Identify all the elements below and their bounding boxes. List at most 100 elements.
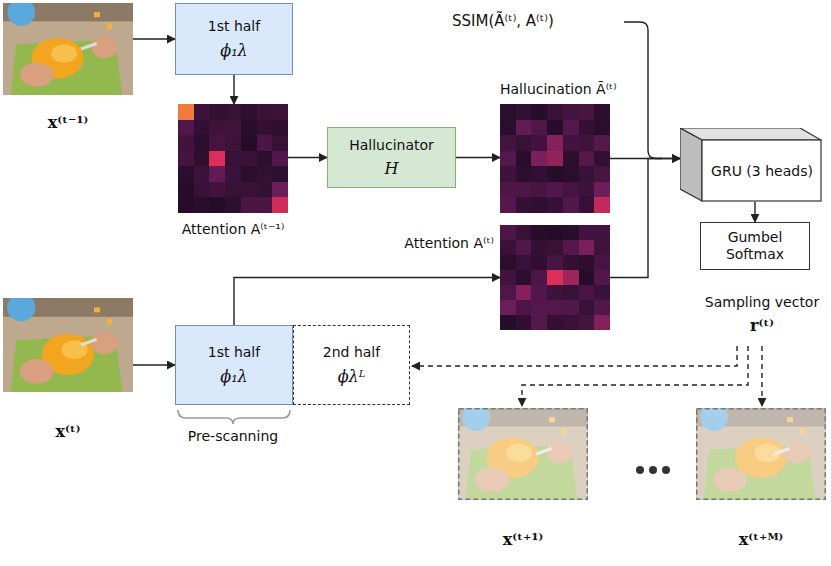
video-frame: x⁽ᵗ⁾ bbox=[3, 298, 133, 392]
heatmap-cell bbox=[563, 166, 579, 182]
heatmap-cell bbox=[516, 285, 532, 301]
sampling-arrow bbox=[522, 346, 748, 406]
heatmap-cell bbox=[563, 300, 579, 316]
heatmap-cell bbox=[547, 255, 563, 271]
sampling-label: Sampling vector bbox=[705, 294, 819, 311]
heatmap-cell bbox=[563, 270, 579, 286]
heatmap-cell bbox=[547, 166, 563, 182]
frame-illustration bbox=[696, 408, 826, 500]
heatmap-cell bbox=[500, 182, 516, 198]
photo-piece bbox=[94, 307, 100, 312]
cube-face bbox=[680, 128, 821, 140]
heatmap-cell bbox=[547, 104, 563, 120]
heatmap-cell bbox=[594, 270, 610, 286]
attention-map: Attention A⁽ᵗ⁻¹⁾ bbox=[178, 104, 288, 213]
future-frame: x⁽ᵗ⁺¹⁾ bbox=[458, 408, 588, 500]
hallucinator-box: HallucinatorH bbox=[327, 127, 456, 188]
frame-illustration bbox=[458, 408, 588, 500]
heatmap-cell bbox=[194, 182, 210, 198]
heatmap-cell bbox=[594, 135, 610, 151]
flow-arrow bbox=[288, 157, 327, 158]
heatmap-cell bbox=[516, 182, 532, 198]
heatmap-cell bbox=[516, 315, 532, 330]
heatmap-cell bbox=[272, 151, 288, 167]
heatmap-cell bbox=[178, 104, 194, 120]
heatmap-cell bbox=[579, 285, 595, 301]
heatmap-cell bbox=[579, 255, 595, 271]
heatmap-cell bbox=[516, 240, 532, 256]
heatmap-cell bbox=[563, 120, 579, 136]
heatmap-cell bbox=[178, 197, 194, 213]
flow-arrow bbox=[233, 75, 234, 104]
heatmap-cell bbox=[209, 104, 225, 120]
photo-knife bbox=[81, 339, 97, 345]
heatmap-cell bbox=[547, 285, 563, 301]
heatmap-cell bbox=[579, 135, 595, 151]
heatmap-cell bbox=[516, 135, 532, 151]
heatmap-cell bbox=[225, 151, 241, 167]
heatmap-cell bbox=[547, 270, 563, 286]
node-label: x⁽ᵗ⁾ bbox=[56, 422, 81, 441]
photo-bowl bbox=[7, 298, 35, 322]
heatmap-cell bbox=[563, 225, 579, 241]
pre-scanning-bracket bbox=[178, 410, 290, 424]
heatmap-cell bbox=[241, 120, 257, 136]
heatmap-cell bbox=[194, 166, 210, 182]
heatmap-cell bbox=[594, 151, 610, 167]
heatmap-cell bbox=[563, 104, 579, 120]
heatmap-cell bbox=[594, 240, 610, 256]
heatmap-cell bbox=[500, 315, 516, 330]
heatmap-cell bbox=[579, 300, 595, 316]
flow-arrow bbox=[234, 278, 500, 326]
heatmap-cell bbox=[225, 182, 241, 198]
heatmap-cell bbox=[563, 240, 579, 256]
hallucinated-attention-map: Hallucination Ã⁽ᵗ⁾ bbox=[500, 104, 610, 213]
node-label: Hallucinator bbox=[349, 137, 434, 154]
heatmap-cell bbox=[547, 182, 563, 198]
ssim-label: SSIM(Ã⁽ᵗ⁾, A⁽ᵗ⁾) bbox=[452, 12, 554, 30]
photo-fade bbox=[458, 408, 588, 500]
heatmap-cell bbox=[194, 151, 210, 167]
video-frame: x⁽ᵗ⁻¹⁾ bbox=[3, 3, 133, 95]
heatmap-cell bbox=[500, 135, 516, 151]
photo-fade bbox=[696, 408, 826, 500]
heatmap-cell bbox=[225, 197, 241, 213]
photo-border bbox=[697, 409, 826, 500]
heatmap-cell bbox=[563, 315, 579, 330]
node-label: GRU (3 heads) bbox=[711, 163, 813, 180]
heatmap-cell bbox=[178, 135, 194, 151]
heatmap-cell bbox=[579, 240, 595, 256]
heatmap-cell bbox=[531, 104, 547, 120]
encoder-first-half: 1st halfϕ₁λ bbox=[175, 325, 293, 405]
heatmap-cell bbox=[547, 300, 563, 316]
heatmap-cell bbox=[500, 120, 516, 136]
heatmap-cell bbox=[257, 197, 273, 213]
heatmap-cell bbox=[579, 151, 595, 167]
heatmap-cell bbox=[500, 300, 516, 316]
heatmap-cell bbox=[579, 104, 595, 120]
heatmap-cell bbox=[194, 135, 210, 151]
sampling-arrow bbox=[412, 346, 737, 366]
heatmap-cell bbox=[500, 151, 516, 167]
heatmap bbox=[178, 104, 288, 213]
heatmap-cell bbox=[178, 120, 194, 136]
heatmap-cell bbox=[579, 197, 595, 213]
heatmap-cell bbox=[579, 120, 595, 136]
frame-illustration bbox=[3, 298, 133, 392]
heatmap-cell bbox=[241, 104, 257, 120]
heatmap-cell bbox=[500, 255, 516, 271]
ssim-line bbox=[624, 22, 662, 159]
cube-face bbox=[680, 128, 702, 201]
heatmap-cell bbox=[531, 166, 547, 182]
heatmap-cell bbox=[272, 104, 288, 120]
heatmap-cell bbox=[547, 135, 563, 151]
ellipsis-dot bbox=[649, 466, 657, 474]
heatmap-cell bbox=[272, 120, 288, 136]
heatmap-cell bbox=[500, 240, 516, 256]
heatmap-cell bbox=[594, 315, 610, 330]
heatmap-cell bbox=[579, 270, 595, 286]
heatmap-cell bbox=[209, 135, 225, 151]
heatmap-cell bbox=[225, 135, 241, 151]
node-label: 1st half bbox=[208, 18, 260, 35]
node-label: 1st half bbox=[208, 344, 260, 361]
